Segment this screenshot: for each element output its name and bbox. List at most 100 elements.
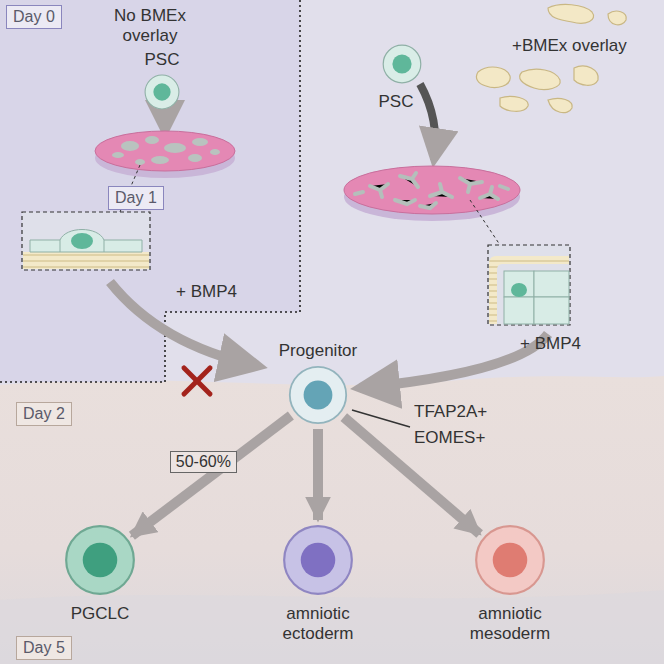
no-overlay-region <box>0 0 300 382</box>
percentage-label: 50-60% <box>170 451 237 473</box>
culture-dish-left <box>192 138 208 146</box>
cell-body <box>476 526 544 594</box>
bmex-overlay <box>548 98 572 112</box>
cell-nucleus <box>304 381 333 410</box>
block-cross <box>184 368 210 394</box>
culture-dish-left <box>135 159 145 165</box>
differentiation-arrow <box>132 416 291 536</box>
pgclc-cell: PGCLC <box>64 524 136 596</box>
annotation-label: + BMP4 <box>176 282 237 302</box>
bmex-overlay <box>500 96 528 111</box>
culture-dish-right <box>355 192 363 194</box>
bmex-overlay <box>548 5 594 24</box>
culture-dish-left <box>188 154 202 162</box>
cell-label: Progenitor <box>279 341 357 361</box>
cell-body <box>383 45 421 83</box>
cell-body <box>66 526 134 594</box>
culture-dish-left <box>95 131 235 171</box>
cell-label: PSC <box>379 92 414 112</box>
culture-dish-right <box>430 184 452 197</box>
cell-drawing <box>474 524 546 596</box>
background-wave <box>0 590 664 664</box>
stem-cell: PSC <box>382 44 422 84</box>
inset-right <box>488 245 570 325</box>
annotation-label: + BMP4 <box>520 334 581 354</box>
cell-drawing <box>382 44 422 84</box>
culture-dish-left <box>121 141 139 151</box>
cell-nucleus <box>392 54 411 73</box>
inset-right <box>504 271 534 297</box>
cell-nucleus <box>301 543 336 578</box>
inset-right <box>511 283 527 297</box>
cell-label: PGCLC <box>71 604 130 624</box>
differentiation-arrow <box>313 429 323 520</box>
inset-right <box>534 271 569 297</box>
culture-dish-right <box>420 203 436 208</box>
annotation-label: TFAP2A+ <box>414 402 487 422</box>
cell-body <box>284 526 352 594</box>
cell-body <box>290 367 346 423</box>
bmex-overlay <box>608 11 626 25</box>
block-cross <box>184 368 210 394</box>
culture-dish-left <box>151 156 169 164</box>
inset-left <box>23 252 149 269</box>
day-label: Day 0 <box>13 8 55 25</box>
bmex-overlay <box>476 67 510 87</box>
culture-dish-right <box>395 200 415 204</box>
annotation-label: No BMEx overlay <box>95 6 205 45</box>
cell-drawing <box>144 74 180 110</box>
day-box: Day 0 <box>6 5 62 29</box>
ectoderm-cell: amniotic ectoderm <box>282 524 354 596</box>
blocked-arrow <box>110 282 258 366</box>
day-box: Day 1 <box>108 186 164 210</box>
cell-nucleus <box>153 83 170 100</box>
cell-nucleus <box>83 543 118 578</box>
inset-right <box>504 297 534 324</box>
inset-right <box>488 245 570 325</box>
culture-dish-left <box>164 143 186 153</box>
inset-left <box>22 212 150 270</box>
culture-dish-right <box>355 173 508 208</box>
day-label: Day 5 <box>23 639 65 656</box>
culture-dish-left <box>112 152 124 158</box>
culture-dish-right <box>480 187 498 199</box>
culture-dish-right <box>400 173 418 187</box>
bmex-overlay <box>476 5 626 113</box>
culture-dish-left <box>210 149 220 155</box>
cell-nucleus <box>493 543 528 578</box>
progenitor-cell: Progenitor <box>288 365 348 425</box>
cell-label: amniotic mesoderm <box>455 604 565 643</box>
inset-left <box>30 230 142 253</box>
culture-dish-right <box>460 178 482 192</box>
seeding-arrow <box>162 112 165 132</box>
inset-leader <box>470 200 500 245</box>
day-label: Day 1 <box>115 189 157 206</box>
inset-right <box>489 256 569 324</box>
induction-arrow <box>360 334 548 388</box>
culture-dish-left <box>95 131 235 178</box>
inset-left <box>104 240 105 252</box>
cell-drawing <box>64 524 136 596</box>
stem-cell: PSC <box>144 74 180 110</box>
marker-leader <box>352 410 410 427</box>
cell-drawing <box>288 365 348 425</box>
dotted-divider <box>0 0 300 382</box>
bmex-overlay <box>574 66 598 85</box>
annotation-label: EOMES+ <box>414 428 485 448</box>
cell-body <box>145 75 179 109</box>
day-box: Day 5 <box>16 636 72 660</box>
culture-dish-right <box>500 186 508 189</box>
culture-dish-right <box>370 184 388 197</box>
bmex-overlay <box>520 69 561 89</box>
inset-left <box>60 240 61 252</box>
inset-left <box>71 233 93 249</box>
cell-drawing <box>282 524 354 596</box>
culture-dish-right <box>344 166 520 214</box>
day-label: Day 2 <box>23 405 65 422</box>
inset-left <box>22 212 150 270</box>
annotation-label: +BMEx overlay <box>512 36 627 56</box>
mesoderm-cell: amniotic mesoderm <box>474 524 546 596</box>
seeding-arrow <box>420 84 435 160</box>
